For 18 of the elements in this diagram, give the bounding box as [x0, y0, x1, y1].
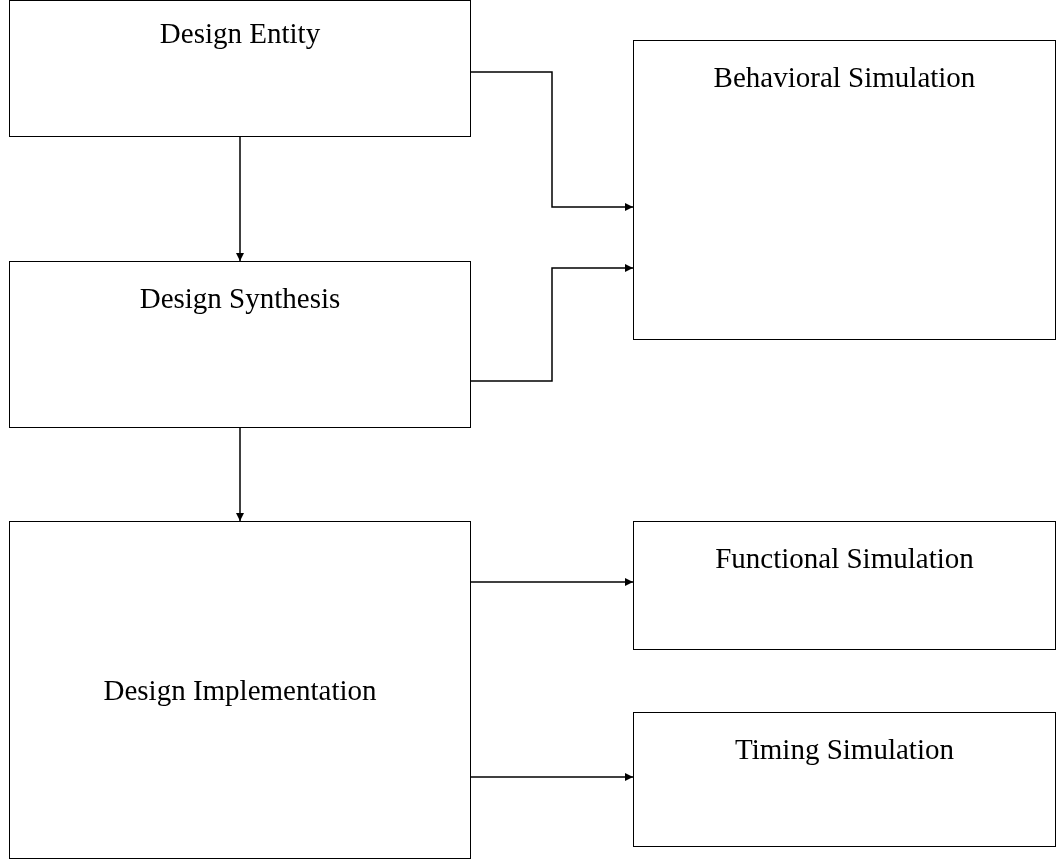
arrow: [470, 578, 634, 586]
process-box: [9, 521, 471, 859]
arrow: [470, 264, 634, 382]
process-box: [9, 261, 471, 428]
arrow: [236, 427, 244, 522]
box-label: Design Entity: [159, 17, 321, 50]
process-box: [633, 712, 1056, 847]
arrow: [470, 773, 634, 781]
box-label: Behavioral Simulation: [713, 61, 976, 94]
arrow: [236, 136, 244, 262]
box-label: Functional Simulation: [715, 542, 974, 575]
box-label: Design Synthesis: [139, 282, 341, 315]
process-box: [633, 40, 1056, 340]
arrow: [470, 71, 634, 211]
process-box: [633, 521, 1056, 650]
box-label: Timing Simulation: [735, 733, 954, 766]
process-box: [9, 0, 471, 137]
box-label: Design Implementation: [103, 673, 377, 707]
